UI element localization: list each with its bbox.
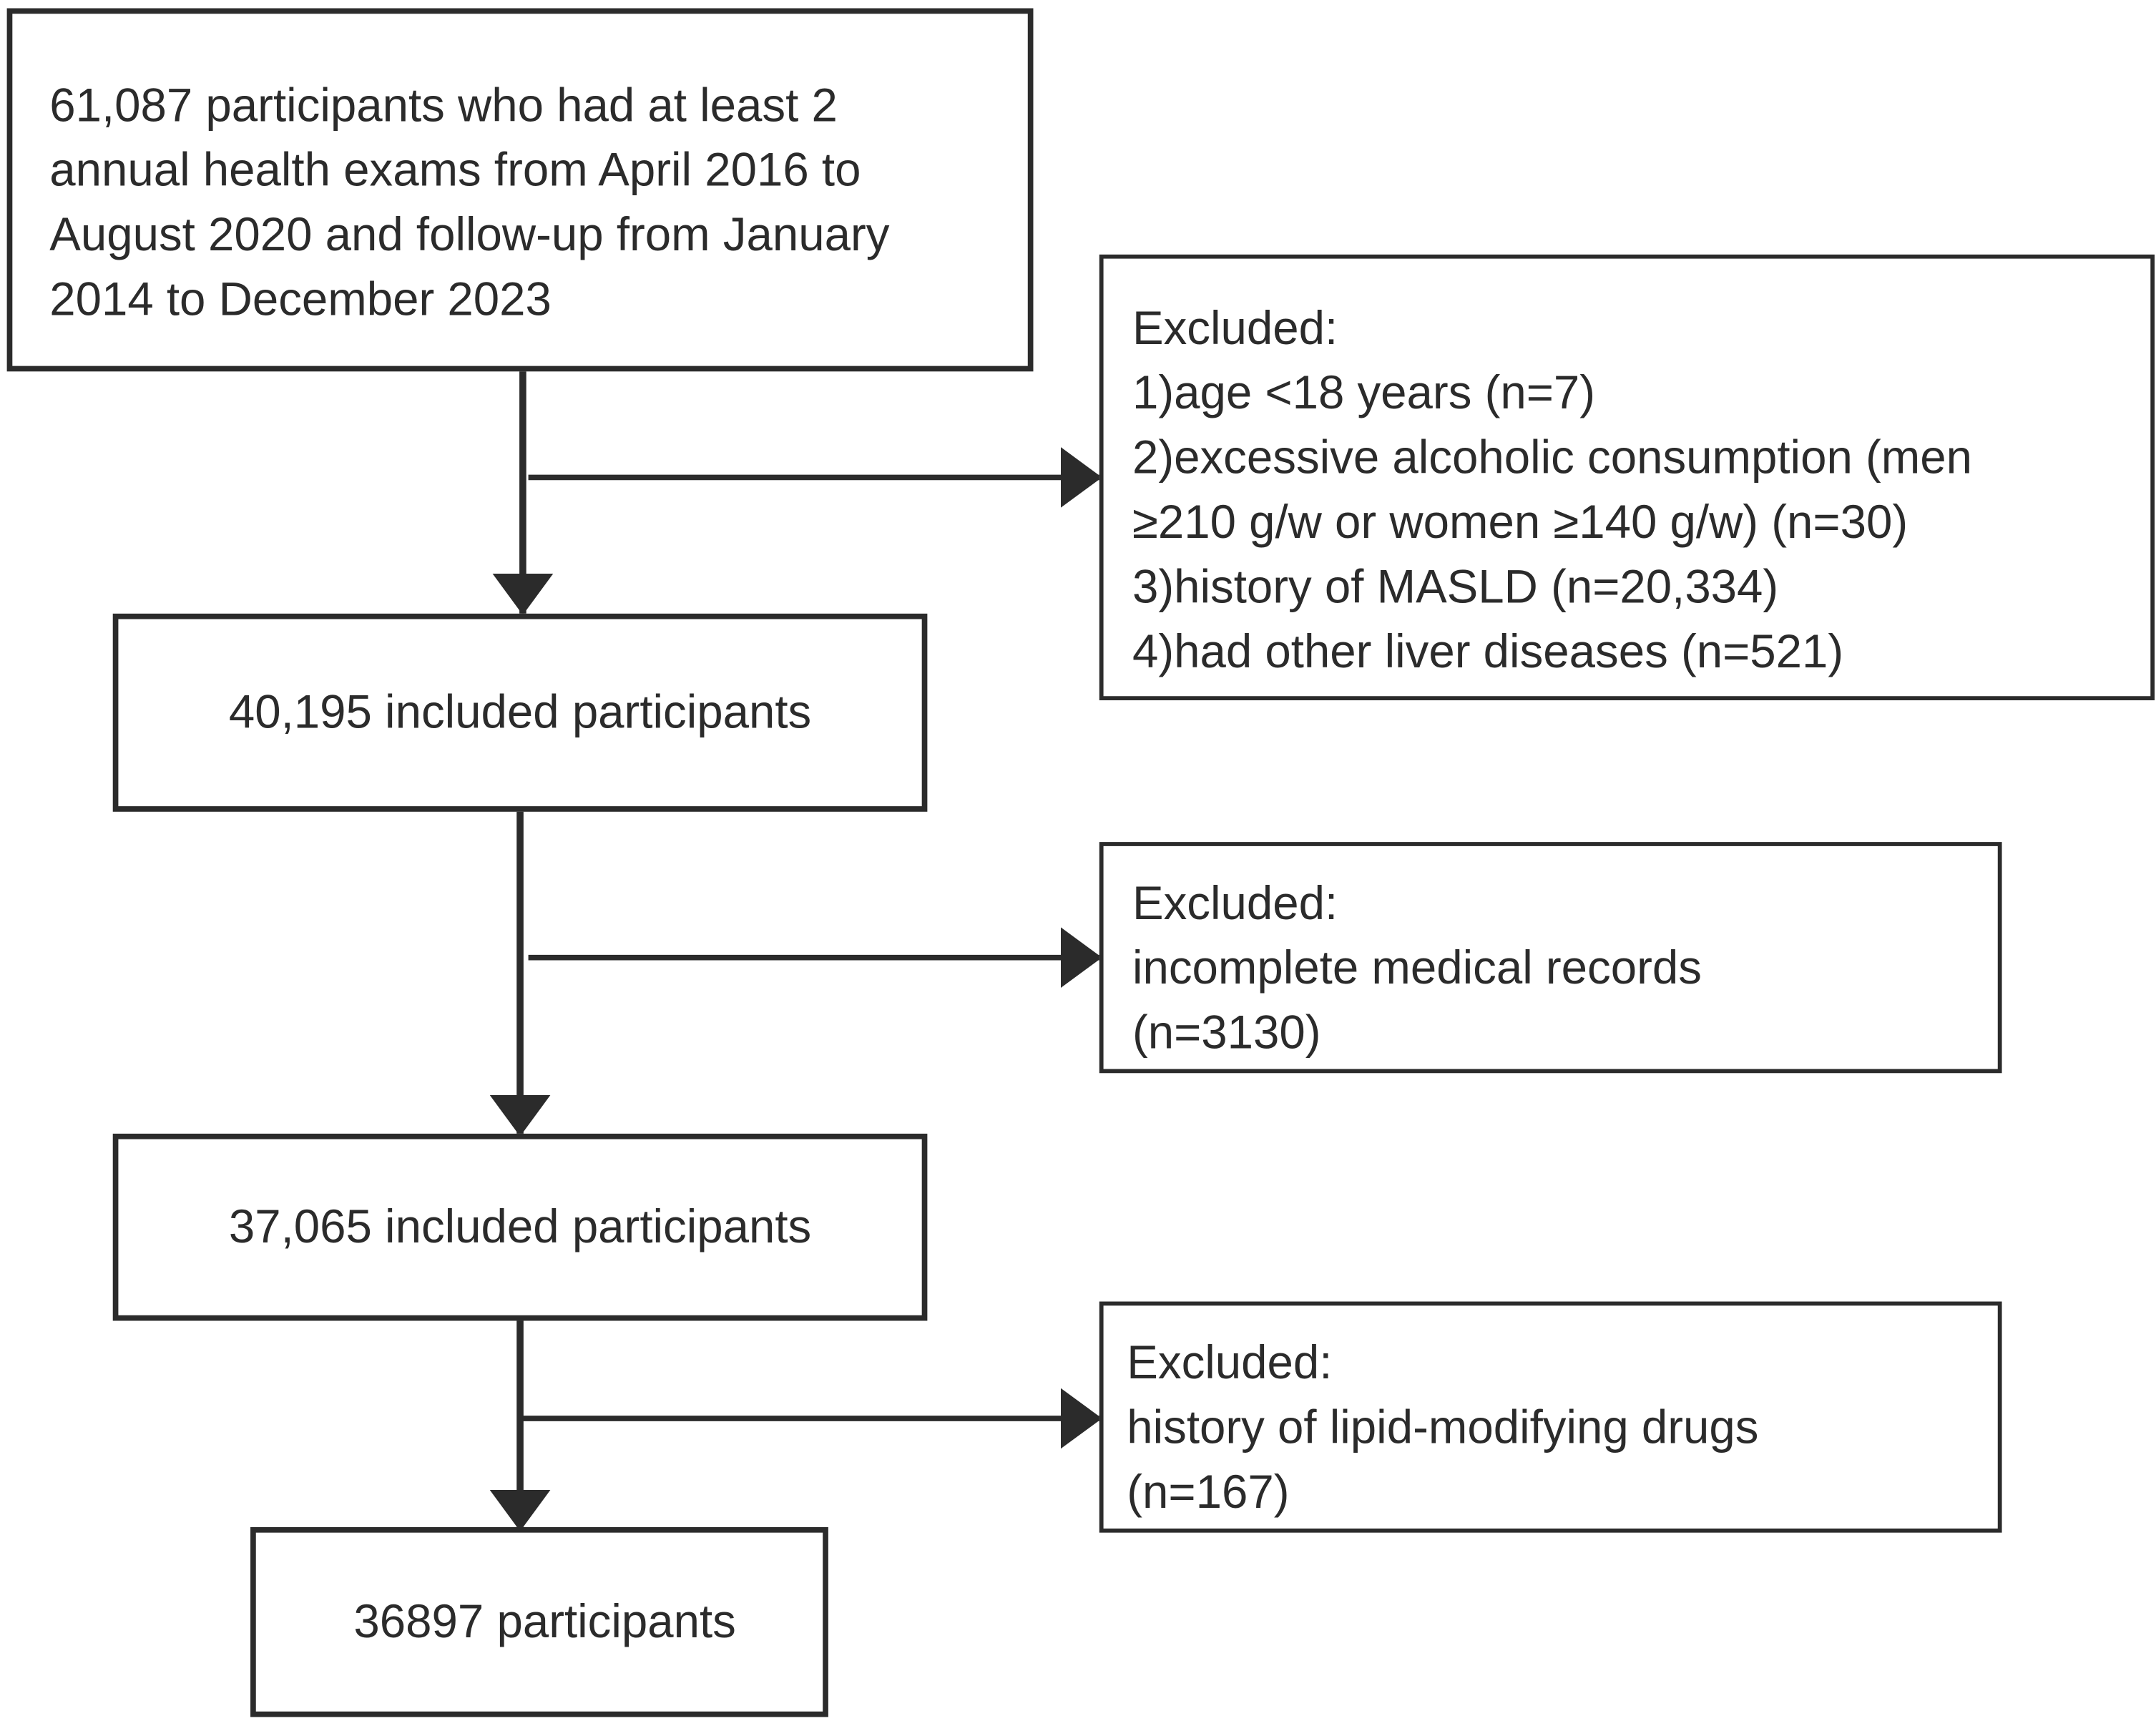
included-box-2: 37,065 included participants <box>112 1133 928 1321</box>
exclusion-criterion: 3)history of MASLD (n=20,334) <box>1132 561 1779 614</box>
final-text: 36897 participants <box>353 1595 736 1648</box>
included-text: 40,195 included participants <box>228 685 812 738</box>
start-text-line: August 2020 and follow-up from January <box>49 209 890 262</box>
start-text-line: 2014 to December 2023 <box>49 273 552 326</box>
exclusion-criterion: 2)excessive alcoholic consumption (men <box>1132 431 1972 485</box>
exclusion-criterion: (n=3130) <box>1132 1006 1321 1060</box>
exclusion-box-3: Excluded: history of lipid-modifying dru… <box>1099 1301 2002 1533</box>
start-box: 61,087 participants who had at least 2 a… <box>6 8 1034 372</box>
exclusion-criterion: (n=167) <box>1127 1466 1290 1519</box>
exclusion-criterion: 1)age <18 years (n=7) <box>1132 367 1596 420</box>
exclusion-heading: Excluded: <box>1132 878 1338 931</box>
exclusion-criterion: 4)had other liver diseases (n=521) <box>1132 626 1844 679</box>
exclusion-heading: Excluded: <box>1132 303 1338 356</box>
exclusion-heading: Excluded: <box>1127 1337 1333 1390</box>
start-text-line: 61,087 participants who had at least 2 <box>49 79 838 132</box>
included-text: 37,065 included participants <box>228 1200 812 1253</box>
exclusion-criterion: incomplete medical records <box>1132 942 1702 995</box>
exclusion-box-1: Excluded: 1)age <18 years (n=7) 2)excess… <box>1099 254 2155 701</box>
exclusion-criterion: ≥210 g/w or women ≥140 g/w) (n=30) <box>1132 496 1908 549</box>
exclusion-box-2: Excluded: incomplete medical records (n=… <box>1099 842 2002 1074</box>
included-box-1: 40,195 included participants <box>112 613 928 812</box>
start-text-line: annual health exams from April 2016 to <box>49 144 861 197</box>
final-box: 36897 participants <box>250 1526 828 1717</box>
exclusion-criterion: history of lipid-modifying drugs <box>1127 1401 1759 1455</box>
